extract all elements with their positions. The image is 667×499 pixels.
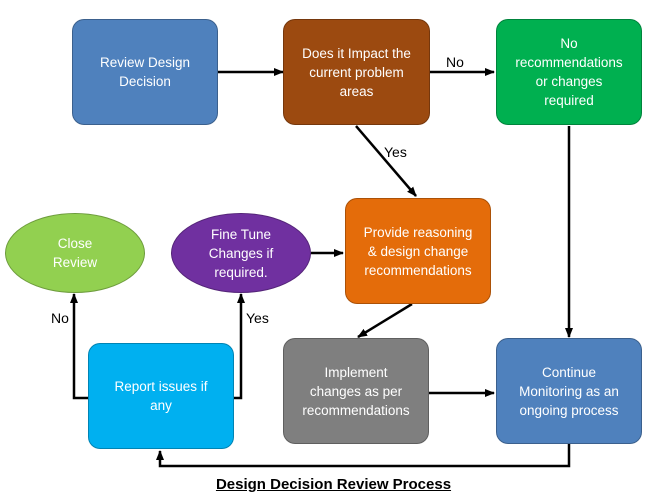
- node-implement-changes: Implement changes as per recommendations: [283, 338, 429, 444]
- diagram-title: Design Decision Review Process: [215, 476, 452, 493]
- node-impact-question: Does it Impact the current problem areas: [283, 19, 430, 125]
- node-review-design-decision: Review Design Decision: [72, 19, 218, 125]
- edge-label-yes-left: Yes: [246, 310, 269, 326]
- arrow-monitoring-to-report: [156, 444, 571, 468]
- node-close-review: Close Review: [5, 213, 145, 293]
- node-continue-monitoring: Continue Monitoring as an ongoing proces…: [496, 338, 642, 444]
- edge-label-no-top: No: [446, 54, 464, 70]
- node-report-issues: Report issues if any: [88, 343, 234, 449]
- node-no-recommendations: No recommendations or changes required: [496, 19, 642, 125]
- node-fine-tune: Fine Tune Changes if required.: [171, 213, 311, 293]
- arrow-report-to-close: [70, 293, 88, 400]
- arrow-reasoning-to-implement: [357, 302, 413, 339]
- node-provide-reasoning: Provide reasoning & design change recomm…: [345, 198, 491, 304]
- edge-label-no-left: No: [51, 310, 69, 326]
- arrow-report-to-fine-tune: [234, 293, 245, 400]
- edge-label-yes-middle: Yes: [384, 144, 407, 160]
- arrow-impact-to-reasoning: [355, 125, 417, 197]
